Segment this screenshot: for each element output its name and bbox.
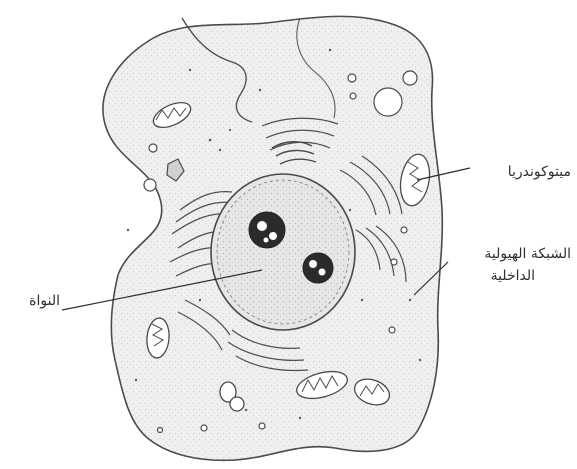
nucleolus-2: [303, 253, 333, 283]
nucleolus-1: [249, 212, 285, 248]
label-mitochondria: ميتوكوندريا: [508, 164, 571, 180]
label-endoplasmic-reticulum-line1: الشبكة الهيولية: [484, 246, 571, 262]
nuclear-envelope-inner: [217, 180, 349, 324]
label-nucleus: النواة: [29, 293, 60, 309]
label-endoplasmic-reticulum-line2: الداخلية: [491, 268, 535, 284]
